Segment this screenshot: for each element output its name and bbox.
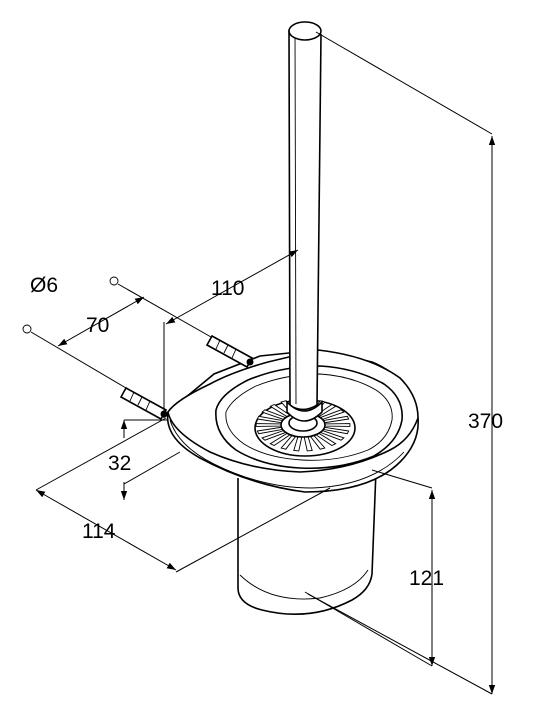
label-32: 32: [108, 452, 131, 475]
dimension-70: [22, 276, 212, 389]
dimension-370: [307, 31, 496, 695]
brush-holder-cup: [237, 469, 377, 615]
dimension-114: [35, 417, 331, 573]
dimension-110: [163, 249, 299, 418]
label-114: 114: [82, 520, 116, 543]
screw-lower: [119, 386, 168, 421]
brush-handle: [286, 21, 323, 422]
bristle: [324, 423, 351, 427]
label-110: 110: [211, 277, 244, 300]
brush-head: [254, 398, 356, 457]
bristle: [255, 423, 282, 427]
label-121: 121: [409, 567, 444, 590]
label-diameter: Ø6: [30, 274, 58, 297]
label-70: 70: [86, 314, 109, 337]
screw-upper: [205, 334, 254, 369]
label-370: 370: [468, 410, 503, 433]
